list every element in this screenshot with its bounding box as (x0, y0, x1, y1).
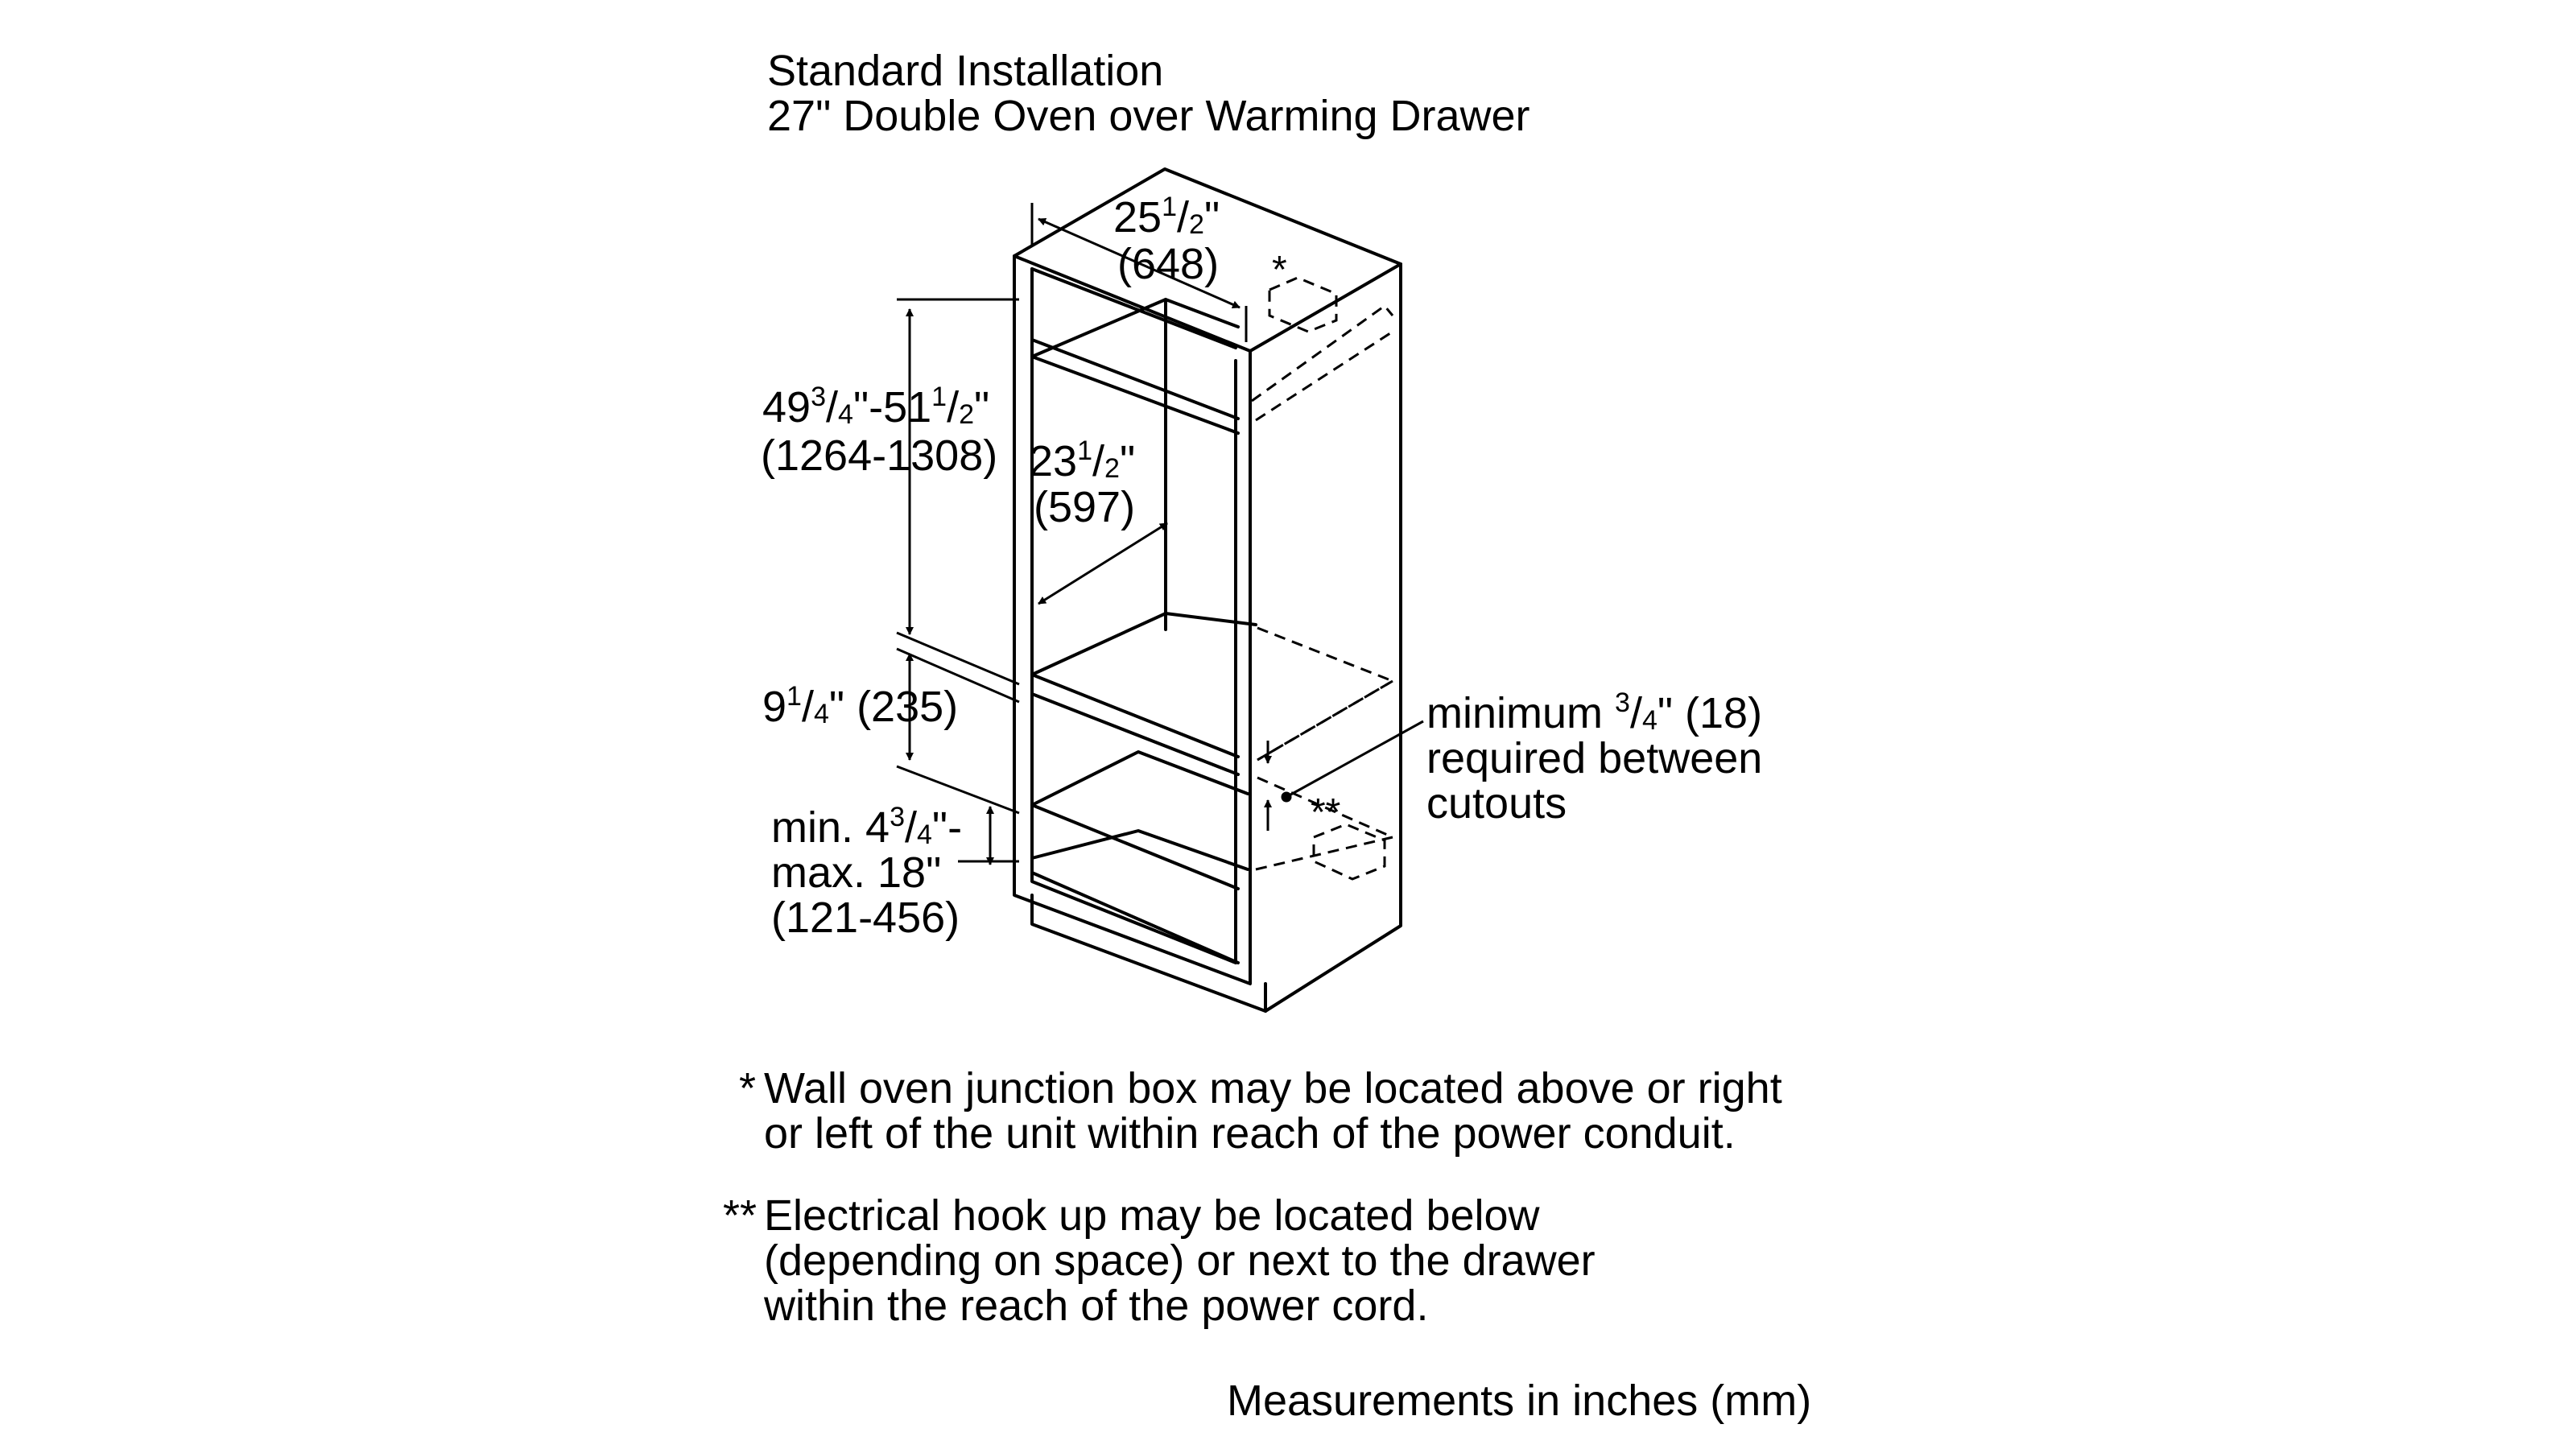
hookup-asterisks: ** (1311, 791, 1341, 834)
cabinet-right-face (1264, 262, 1402, 1013)
cabinet-front-frame (1013, 254, 1252, 985)
note2-line3: within the reach of the power cord. (764, 1282, 1429, 1330)
note1-line2: or left of the unit within reach of the … (764, 1109, 1736, 1158)
width-dimension-line (1038, 217, 1241, 309)
base-mm-label: (121-456) (771, 894, 960, 942)
cutout-leader-line (1286, 720, 1424, 799)
junction-box-asterisk: * (1272, 249, 1287, 291)
cutout-spacing-line3: cutouts (1426, 779, 1567, 828)
electrical-hookup-marker (1312, 823, 1386, 881)
base-label: min. 43/4"- (771, 802, 963, 852)
base-max-label: max. 18" (771, 848, 942, 897)
measurement-units-note: Measurements in inches (mm) (1227, 1377, 1812, 1425)
diagram-title: Standard Installation (767, 47, 1164, 95)
note2-line2: (depending on space) or next to the draw… (764, 1236, 1596, 1285)
height-mm-label: (1264-1308) (761, 431, 998, 480)
depth-dimension-line (1038, 522, 1168, 605)
junction-box-marker (1268, 276, 1338, 333)
note2-line1: Electrical hook up may be located below (764, 1191, 1540, 1240)
height-label: 493/4"-511/2" (762, 382, 990, 431)
note1-mark: * (739, 1064, 757, 1113)
width-mm-label: (648) (1117, 240, 1220, 288)
depth-mm-label: (597) (1034, 483, 1136, 531)
diagram-subtitle: 27" Double Oven over Warming Drawer (767, 92, 1530, 140)
depth-label: 231/2" (1029, 436, 1136, 485)
cabinet-toe-kick (1030, 894, 1267, 1013)
cutout-spacing-label: minimum 3/4" (18) (1426, 687, 1763, 737)
cutout-opening (1030, 267, 1237, 964)
note2-mark: ** (723, 1191, 758, 1240)
gap-label: 91/4" (235) (762, 681, 959, 731)
width-label: 251/2" (1113, 192, 1220, 242)
note1-line1: Wall oven junction box may be located ab… (764, 1064, 1782, 1113)
cutout-spacing-line2: required between (1426, 734, 1763, 782)
